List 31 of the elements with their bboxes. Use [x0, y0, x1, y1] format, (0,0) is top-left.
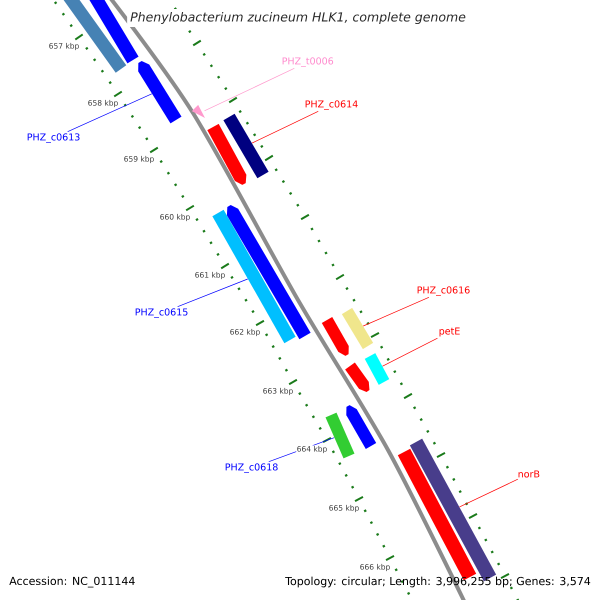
- gene-bar: [364, 353, 390, 385]
- gene-label: PHZ_c0616: [418, 286, 470, 296]
- leader-line: [177, 278, 248, 308]
- gene-label: PHZ_c0613: [28, 133, 80, 143]
- gene-bar: [346, 405, 376, 449]
- gene-bar: [223, 114, 269, 178]
- gene-label: PHZ_c0614: [306, 100, 358, 110]
- leader-line: [252, 111, 319, 144]
- gene-label: PHZ_c0618: [226, 463, 278, 473]
- gene-label: PHZ_c0615: [136, 308, 188, 318]
- gene-label: PHZ_t0006: [282, 57, 334, 67]
- gene-label: petE: [440, 328, 460, 336]
- leader-line: [459, 478, 518, 508]
- gene-bar: [138, 60, 182, 124]
- title: Phenylobacterium zucineum HLK1, complete genome: [127, 8, 469, 28]
- gene-bar: [207, 124, 246, 185]
- leader-line: [362, 297, 430, 326]
- gene-bar: [212, 210, 296, 344]
- gene-bar: [322, 317, 349, 356]
- leader-line: [67, 93, 152, 132]
- gene-bar: [326, 412, 354, 458]
- leader-line: [204, 68, 295, 112]
- gene-bar: [226, 205, 311, 340]
- footer-text: Accession: NC_011144: [9, 576, 135, 588]
- gene-bar: [342, 308, 374, 350]
- gene-bar: [62, 0, 126, 73]
- footer-text: Topology: circular; Length: 3,996,255 bp; Genes: 3,574: [285, 576, 590, 588]
- gene-marker: [192, 104, 205, 118]
- leader-line: [382, 338, 438, 367]
- gene-label: norB: [518, 470, 540, 478]
- gene-bar: [345, 362, 370, 392]
